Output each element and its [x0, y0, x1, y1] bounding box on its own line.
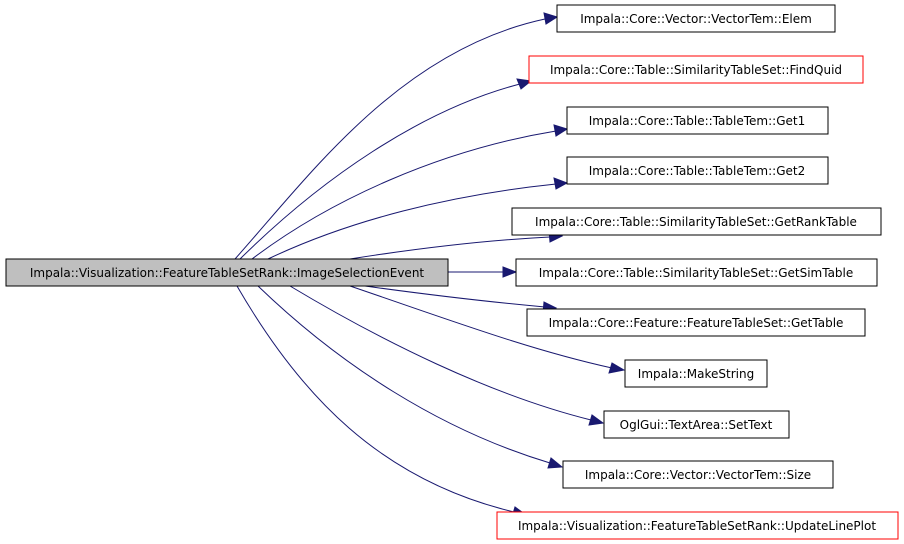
callee-node[interactable]: OglGui::TextArea::SetText	[603, 410, 790, 439]
callee-node-box	[566, 156, 829, 185]
call-edge	[257, 285, 551, 464]
root-node-box	[5, 258, 449, 287]
callee-node-label: Impala::Core::Feature::FeatureTableSet::…	[549, 316, 844, 330]
callee-node[interactable]: Impala::Core::Table::SimilarityTableSet:…	[528, 55, 864, 84]
call-edge	[289, 285, 592, 421]
callee-node-label: Impala::Core::Table::SimilarityTableSet:…	[539, 266, 854, 280]
callee-node-label: Impala::Core::Table::TableTem::Get1	[589, 114, 805, 128]
call-edge	[267, 183, 557, 260]
callee-node[interactable]: Impala::Core::Feature::FeatureTableSet::…	[526, 308, 866, 337]
call-edge	[251, 130, 557, 260]
arrowhead	[553, 177, 569, 190]
arrowhead	[547, 457, 564, 469]
callee-node[interactable]: Impala::Core::Vector::VectorTem::Elem	[556, 4, 836, 33]
arrowhead	[502, 266, 518, 278]
arrowhead	[608, 362, 626, 374]
call-edge	[349, 285, 613, 369]
callee-node-label: Impala::Core::Vector::VectorTem::Size	[585, 468, 811, 482]
callee-node-label: Impala::Core::Table::SimilarityTableSet:…	[535, 215, 857, 229]
callee-node[interactable]: Impala::Core::Table::SimilarityTableSet:…	[511, 207, 882, 236]
callee-node-label: Impala::MakeString	[638, 367, 754, 381]
callee-node-box	[526, 308, 866, 337]
call-edge	[236, 285, 515, 513]
callee-node-label: Impala::Core::Vector::VectorTem::Elem	[580, 12, 812, 26]
callee-node-box	[603, 410, 790, 439]
callee-node-box	[624, 359, 768, 388]
root-node[interactable]: Impala::Visualization::FeatureTableSetRa…	[5, 258, 449, 287]
callee-node[interactable]: Impala::Core::Table::TableTem::Get2	[566, 156, 829, 185]
call-edge	[364, 285, 546, 308]
call-edge	[239, 83, 521, 260]
callee-node-label: Impala::Core::Table::SimilarityTableSet:…	[550, 63, 842, 77]
callee-node[interactable]: Impala::Visualization::FeatureTableSetRa…	[496, 511, 899, 540]
arrowhead	[588, 414, 605, 426]
callee-node-box	[556, 4, 836, 33]
callee-node[interactable]: Impala::Core::Table::TableTem::Get1	[566, 106, 829, 135]
arrowhead	[516, 78, 533, 90]
call-edge	[349, 236, 551, 260]
callee-node-box	[528, 55, 864, 84]
callee-node-box	[515, 258, 878, 287]
arrowhead	[553, 124, 569, 137]
callee-node-box	[496, 511, 899, 540]
callee-node-box	[566, 106, 829, 135]
call-edge	[234, 18, 546, 260]
arrowhead	[543, 12, 559, 25]
callee-node[interactable]: Impala::Core::Table::SimilarityTableSet:…	[515, 258, 878, 287]
callee-node-label: Impala::Visualization::FeatureTableSetRa…	[518, 519, 876, 533]
callee-node[interactable]: Impala::MakeString	[624, 359, 768, 388]
callee-node-box	[511, 207, 882, 236]
callee-node-label: OglGui::TextArea::SetText	[620, 418, 773, 432]
callee-node[interactable]: Impala::Core::Vector::VectorTem::Size	[562, 460, 834, 489]
root-node-label: Impala::Visualization::FeatureTableSetRa…	[30, 266, 425, 280]
callee-node-label: Impala::Core::Table::TableTem::Get2	[589, 164, 805, 178]
callee-node-box	[562, 460, 834, 489]
